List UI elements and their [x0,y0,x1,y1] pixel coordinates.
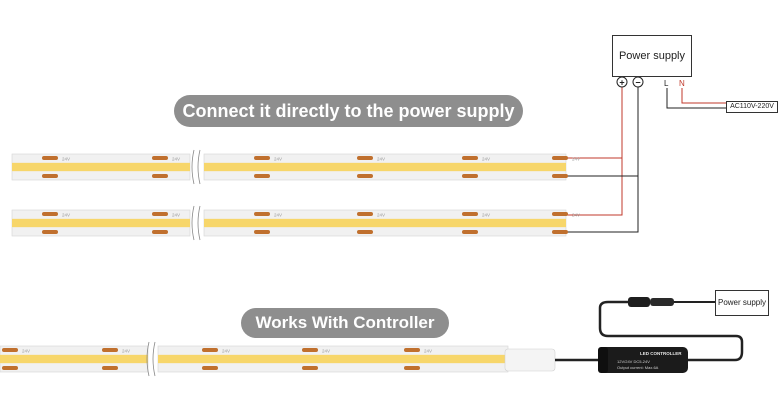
strip-row1-a-led-band [12,162,190,172]
dc-connector-male [628,297,650,307]
strip-row2-b-led-band [204,218,566,228]
strip-row3-b-pad-top-1 [302,348,318,352]
controller-power-cable [598,300,744,362]
terminal-plus-sign: + [619,78,624,88]
strip-row3-b-marking-0: 24V [222,349,230,354]
strip-row2-b-pad-top-3 [552,212,568,216]
strip-row1-b-pad-top-1 [357,156,373,160]
strip-row1-b-pad-bottom-1 [357,174,373,178]
controller-line3: Output current: Max.6A [617,365,659,370]
strip-row2-b-pad-bottom-1 [357,230,373,234]
strip-row2-a-pad-top-1 [152,212,168,216]
controller-banner: Works With Controller [241,308,449,338]
controller-brand: LED CONTROLLER [640,351,682,356]
strip-row2-a-led-band [12,218,190,228]
red-wire-strip-2 [566,158,623,216]
strip-row3-a-marking-1: 24V [122,349,130,354]
strip-row2-b-marking-2: 24V [482,213,490,218]
strip-row3-b-led-band [158,354,508,364]
strip-row1-a-marking-0: 24V [62,157,70,162]
strip-row1-b-marking-1: 24V [377,157,385,162]
strip-row3-a-pad-bottom-0 [2,366,18,370]
controller-body [598,347,688,373]
terminal-minus-circle [632,76,644,88]
strip-row1-a-pad-bottom-0 [42,174,58,178]
strip-row3-a-pad-bottom-1 [102,366,118,370]
strip-row2-b-marking-0: 24V [274,213,282,218]
strip-row3-b-pad-top-0 [202,348,218,352]
strip-row1-b-led-band [204,162,566,172]
strip-row1-b-pad-top-3 [552,156,568,160]
strip-row2-a-marking-1: 24V [172,213,180,218]
cut-mark-2-a [146,341,150,377]
direct-connect-banner: Connect it directly to the power supply [174,95,523,127]
strip-row1-b-pad-top-2 [462,156,478,160]
strip-row3-a-pad-top-0 [2,348,18,352]
cut-mark-0-b [197,149,201,185]
strip-row1-b-pad-bottom-2 [462,174,478,178]
strip-row2-b-pad-bottom-2 [462,230,478,234]
red-wire-strip-1 [566,75,623,159]
strip-row2-a-marking-0: 24V [62,213,70,218]
strip-row3-b-pad-top-2 [404,348,420,352]
strip-row3-a-marking-0: 24V [22,349,30,354]
terminal-minus-sign: − [635,78,640,88]
controller-plug-end [598,347,608,373]
cut-mark-0-a [191,149,195,185]
strip-row1-a-marking-1: 24V [172,157,180,162]
strip-row3-b-pad-bottom-0 [202,366,218,370]
strip-row3-a-pad-top-1 [102,348,118,352]
dc-connector-female [650,298,674,306]
strip-row1-a-pad-bottom-1 [152,174,168,178]
mains-wire-n [681,88,726,104]
strip-row2-b-pad-bottom-0 [254,230,270,234]
strip-row1-a-pad-top-1 [152,156,168,160]
cut-mark-2-b [152,341,156,377]
strip-row3-b-pad-bottom-2 [404,366,420,370]
strip-end-cap [504,348,556,372]
strip-row3-a-led-band [0,354,148,364]
strip-row3-b-marking-1: 24V [322,349,330,354]
strip-row3-b-pad-bottom-1 [302,366,318,370]
cut-mark-1-a [191,205,195,241]
strip-row1-b-marking-3: 24V [572,157,580,162]
strip-row2-a-pad-bottom-0 [42,230,58,234]
mains-wire-l [666,88,726,109]
ac-input-label: AC110V-220V [726,101,778,113]
power-supply-box-small: Power supply [715,290,769,316]
power-supply-box: Power supply [612,35,692,77]
strip-row1-b-pad-bottom-3 [552,174,568,178]
cut-mark-1-b [197,205,201,241]
terminal-plus-circle [616,76,628,88]
strip-row1-b-pad-top-0 [254,156,270,160]
terminal-l-label: L [664,79,669,88]
strip-row2-a-pad-top-0 [42,212,58,216]
strip-row1-b-marking-2: 24V [482,157,490,162]
terminal-n-label: N [679,79,685,88]
controller-line2: 12V/24V DC5-24V [617,359,650,364]
strip-row2-b-pad-bottom-3 [552,230,568,234]
strip-row2-b-marking-1: 24V [377,213,385,218]
strip-row2-b-marking-3: 24V [572,213,580,218]
strip-row2-b-pad-top-1 [357,212,373,216]
black-wire-strip-2 [566,176,639,233]
strip-row2-b-pad-top-0 [254,212,270,216]
strip-row1-b-pad-bottom-0 [254,174,270,178]
strip-row3-b-marking-2: 24V [424,349,432,354]
strip-row2-b-pad-top-2 [462,212,478,216]
strip-row2-a-pad-bottom-1 [152,230,168,234]
strip-row1-b-marking-0: 24V [274,157,282,162]
strip-row1-a-pad-top-0 [42,156,58,160]
